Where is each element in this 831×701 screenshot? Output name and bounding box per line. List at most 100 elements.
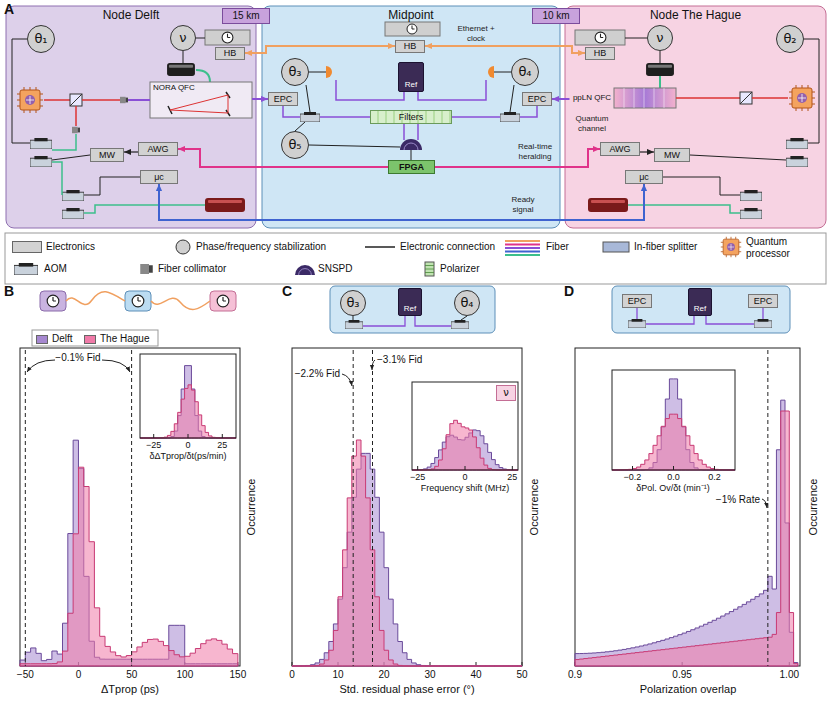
axis-label: −25 bbox=[410, 472, 425, 482]
axis-label: 0 bbox=[185, 440, 190, 450]
histogram-bars bbox=[575, 400, 798, 666]
axis-label: 0 bbox=[462, 472, 467, 482]
midpoint-hardware-part bbox=[300, 112, 320, 122]
panel-grounds-part bbox=[6, 6, 256, 228]
node-text: θ₁ bbox=[34, 32, 47, 47]
connector-label: Real-time heralding bbox=[512, 142, 558, 162]
stabilization-circle: θ₄ bbox=[454, 290, 480, 316]
mini-schemes-part bbox=[754, 319, 772, 328]
mini-schemes bbox=[32, 286, 790, 346]
stabilization-circle: ν bbox=[647, 25, 673, 51]
node-text: AWG bbox=[147, 144, 168, 154]
connector-label: Ethernet + clock bbox=[455, 24, 497, 44]
connector bbox=[425, 46, 585, 53]
histogram-bars bbox=[20, 440, 238, 666]
legend-item: Fiber collimator bbox=[158, 263, 226, 275]
annotation-arrow bbox=[762, 499, 767, 508]
mini-schemes-part bbox=[125, 291, 151, 311]
plot-frame bbox=[412, 382, 518, 470]
mini-schemes-part bbox=[47, 295, 59, 307]
hague-hardware-part bbox=[588, 198, 628, 212]
panel-grounds bbox=[5, 6, 826, 284]
node-text: Midpoint bbox=[262, 6, 560, 23]
legend-item: AOM bbox=[44, 263, 67, 275]
electronics-box: HB bbox=[585, 47, 615, 60]
reference-laser: Ref bbox=[398, 288, 422, 316]
electronics-box: EPC bbox=[748, 294, 778, 308]
node-text: θ₄ bbox=[518, 65, 531, 80]
legend-item: Polarizer bbox=[440, 263, 479, 275]
connector bbox=[245, 46, 395, 53]
electronics-box: EPC bbox=[622, 294, 652, 308]
delft-hardware-part bbox=[30, 156, 52, 167]
mini-schemes-part bbox=[330, 286, 495, 333]
reference-laser: Ref bbox=[398, 62, 424, 92]
mini-schemes-part bbox=[363, 316, 451, 326]
histogram-bars bbox=[140, 385, 236, 438]
node-text: μc bbox=[154, 172, 164, 182]
node-text: 15 km bbox=[232, 10, 259, 22]
tick-mark bbox=[222, 434, 223, 438]
connector bbox=[640, 151, 654, 152]
axis-label: −0.1% Fid bbox=[55, 352, 100, 364]
plot-frame bbox=[612, 370, 735, 470]
connector bbox=[124, 151, 138, 152]
mini-schemes-part bbox=[217, 295, 229, 307]
hague-hardware-part bbox=[575, 30, 625, 45]
midpoint-hardware-part bbox=[488, 66, 494, 78]
tick-mark bbox=[465, 466, 466, 470]
histogram-bars bbox=[612, 379, 735, 470]
axis-label: 100 bbox=[177, 669, 194, 681]
delft-hardware-part bbox=[183, 51, 184, 63]
mini-schemes-part bbox=[32, 330, 158, 346]
axis-label: ΔTprop (ps) bbox=[101, 683, 159, 696]
stabilization-circle: θ₄ bbox=[511, 58, 539, 86]
electronics-box: EPC bbox=[268, 92, 298, 106]
electronics-box: μc bbox=[140, 170, 178, 184]
electronics-box: AWG bbox=[138, 142, 178, 156]
axis-label: 0.0 bbox=[667, 472, 680, 482]
stabilization-circle: θ₅ bbox=[281, 131, 309, 159]
legend-item: Quantum processor bbox=[746, 236, 818, 260]
hague-hardware-part bbox=[624, 88, 664, 108]
midpoint-hardware-part bbox=[411, 150, 412, 160]
hague-hardware-part bbox=[789, 85, 815, 111]
axis-label: −25 bbox=[146, 440, 161, 450]
delft-hardware-part bbox=[167, 63, 195, 76]
panel-grounds-part bbox=[262, 6, 560, 228]
reference-laser: Ref bbox=[688, 288, 712, 316]
legend-samples-part bbox=[14, 263, 38, 275]
legend-samples-part bbox=[295, 265, 315, 275]
delft-hardware-part bbox=[62, 208, 84, 219]
node-text: NORA QFC bbox=[153, 83, 195, 92]
legend-text: Electronic connection bbox=[400, 241, 495, 253]
legend-item: In-fiber splitter bbox=[634, 241, 697, 253]
stabilization-circle: θ₃ bbox=[281, 58, 309, 86]
node-text: ν bbox=[503, 387, 509, 399]
node-text: θ₂ bbox=[783, 32, 796, 47]
delft-hardware bbox=[12, 30, 252, 219]
legend-text: Fiber bbox=[546, 241, 569, 253]
axis-label: 10 bbox=[332, 669, 343, 681]
mini-schemes-part bbox=[132, 295, 144, 307]
axis-label: 150 bbox=[230, 669, 247, 681]
axis-label: −3.1% Fid bbox=[377, 354, 422, 366]
legend-swatch bbox=[12, 241, 42, 253]
legend-swatch bbox=[36, 335, 48, 344]
legend-text: Quantum processor bbox=[746, 236, 818, 260]
histogram-bars bbox=[292, 440, 522, 666]
node-text: Ref bbox=[404, 304, 416, 313]
delft-hardware-part bbox=[12, 39, 30, 143]
hague-hardware-part bbox=[740, 92, 752, 104]
histogram-plots bbox=[20, 348, 800, 666]
inset-ground bbox=[612, 370, 735, 470]
legend-text: Fiber collimator bbox=[158, 263, 226, 275]
legend-samples-part bbox=[505, 240, 540, 242]
tick-mark bbox=[522, 662, 523, 666]
tick-mark bbox=[673, 466, 674, 470]
midpoint-hardware-part bbox=[295, 122, 305, 131]
connector bbox=[252, 98, 268, 100]
axis-label: Occurrence bbox=[807, 479, 820, 536]
legend-text: Delft bbox=[52, 333, 73, 345]
axis-label: −50 bbox=[17, 669, 34, 681]
